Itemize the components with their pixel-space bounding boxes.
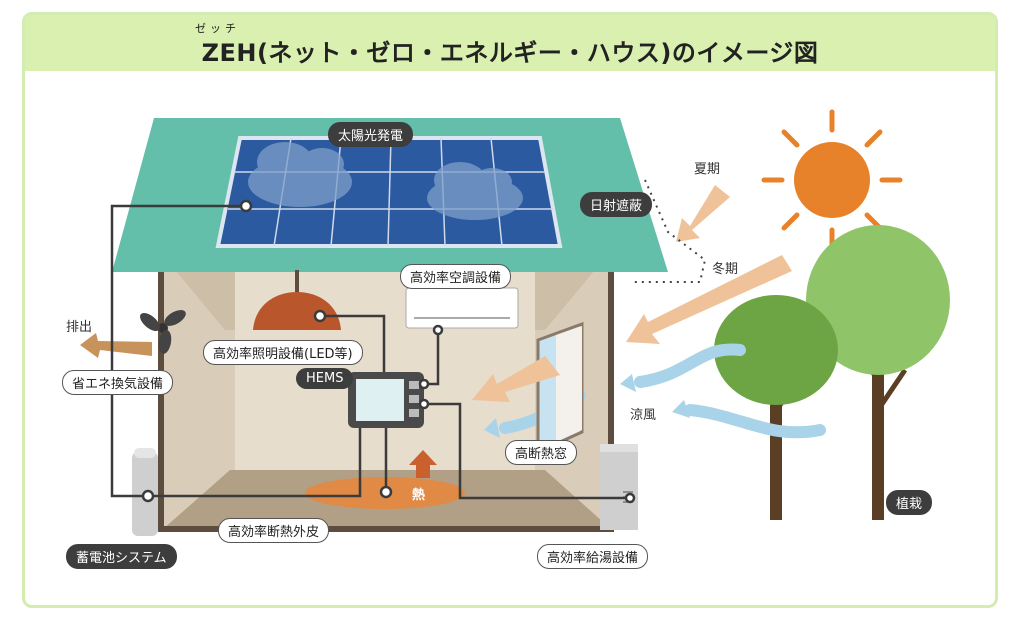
label-sun-shading: 日射遮蔽 [580,192,653,217]
label-exhaust: 排出 [66,320,93,335]
page-title: ZEH(ネット・ゼロ・エネルギー・ハウス)のイメージ図 [201,39,819,67]
label-solar-power: 太陽光発電 [328,122,414,147]
water-heater-unit [600,444,638,530]
summer-sun-arrow [676,185,730,242]
label-heat: 熱 [412,488,426,503]
label-aircon: 高効率空調設備 [400,264,512,289]
label-summer: 夏期 [694,162,721,177]
wiring-nodes [141,199,636,504]
warm-air-arrow [472,356,560,402]
solar-panel [215,136,563,248]
label-window: 高断熱窓 [505,440,578,465]
label-hems: HEMS [296,368,354,389]
label-winter: 冬期 [712,262,739,277]
label-battery: 蓄電池システム [66,544,177,569]
trees [714,225,950,520]
title-ruby: ゼッチ [195,22,240,35]
sun [761,109,903,251]
label-cool-breeze: 涼風 [630,408,657,423]
ventilation-fan [140,310,186,354]
label-water-heater: 高効率給湯設備 [537,544,649,569]
high-insulation-window [536,321,584,455]
title-bar [25,15,995,71]
hems-monitor [348,372,424,428]
air-conditioner [405,287,519,329]
exhaust-arrow [80,333,152,358]
hems-wiring [110,204,630,500]
label-trees: 植栽 [886,490,933,515]
label-insulation: 高効率断熱外皮 [218,518,330,543]
label-lighting: 高効率照明設備(LED等) [203,340,363,365]
winter-sun-arrow [626,255,792,344]
label-ventilation: 省エネ換気設備 [62,370,174,395]
sun-shading-line [632,179,707,283]
